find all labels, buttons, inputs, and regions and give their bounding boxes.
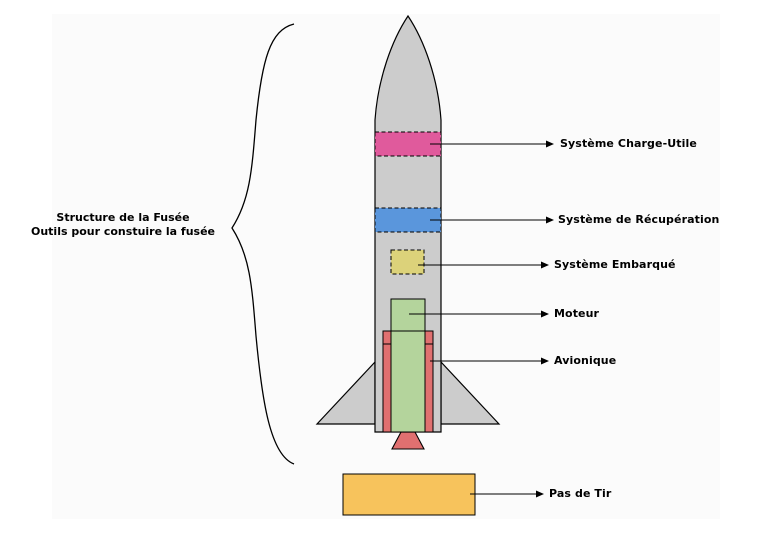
structure-subtitle: Outils pour constuire la fusée	[30, 225, 215, 238]
label-avionics: Avionique	[554, 354, 617, 367]
label-payload-system: Système Charge-Utile	[560, 137, 697, 150]
embedded-system	[390, 249, 425, 275]
launch-pad	[342, 473, 476, 516]
label-motor: Moteur	[554, 307, 600, 320]
structure-title: Structure de la Fusée	[56, 211, 190, 224]
label-recovery-system: Système de Récupération	[558, 213, 720, 226]
label-launch-pad: Pas de Tir	[549, 487, 612, 500]
left-fin	[315, 360, 376, 425]
nozzle	[391, 431, 425, 450]
structure-brace	[231, 23, 295, 465]
label-embedded-system: Système Embarqué	[554, 258, 676, 271]
right-fin	[440, 360, 501, 425]
structure-label: Structure de la Fusée Outils pour constu…	[18, 211, 228, 239]
motor	[390, 298, 426, 433]
